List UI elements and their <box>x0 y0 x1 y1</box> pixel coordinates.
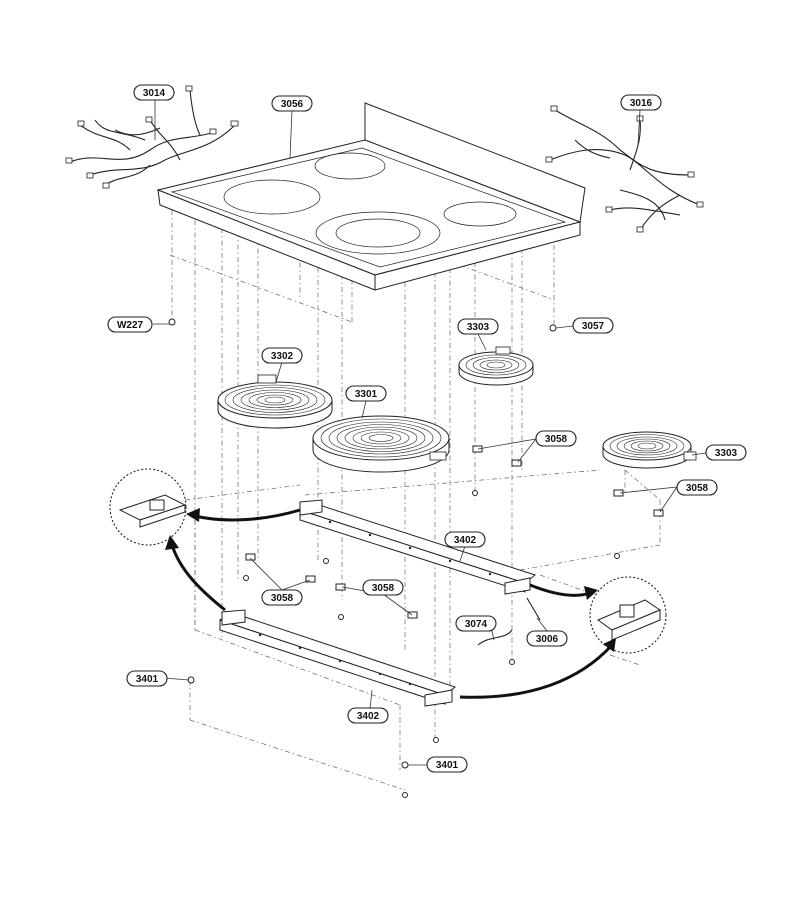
detail-circle-left <box>109 468 187 546</box>
svg-text:3056: 3056 <box>281 99 304 110</box>
wire-harness-right <box>545 105 704 233</box>
cooktop-glass <box>156 102 586 291</box>
svg-text:3057: 3057 <box>582 321 605 332</box>
callout-3301: 3301 <box>345 385 387 402</box>
callout-3302: 3302 <box>261 347 303 364</box>
callout-3402-upper: 3402 <box>444 531 486 548</box>
callout-3401-bottom: 3401 <box>426 756 468 773</box>
callout-3074: 3074 <box>455 615 497 632</box>
callout-3401-left: 3401 <box>126 670 168 687</box>
svg-text:3058: 3058 <box>686 483 709 494</box>
svg-text:3301: 3301 <box>355 389 378 400</box>
heating-element-3303-rear <box>458 346 534 386</box>
callout-3006: 3006 <box>526 630 568 647</box>
svg-text:3303: 3303 <box>715 448 738 459</box>
callout-3057: 3057 <box>572 317 614 334</box>
svg-text:3016: 3016 <box>630 98 653 109</box>
heating-element-3303-front <box>602 431 697 469</box>
heating-element-3301 <box>312 415 450 473</box>
callout-3058-upper-right: 3058 <box>535 430 577 447</box>
heating-element-3302 <box>217 374 333 429</box>
svg-text:3302: 3302 <box>271 351 294 362</box>
svg-text:3058: 3058 <box>372 583 395 594</box>
svg-text:3058: 3058 <box>271 593 294 604</box>
callout-W227: W227 <box>107 316 153 333</box>
callout-3058-right: 3058 <box>676 479 718 496</box>
callout-3016: 3016 <box>620 94 662 111</box>
svg-text:W227: W227 <box>117 320 144 331</box>
callout-3303-rear: 3303 <box>457 318 499 335</box>
svg-text:3402: 3402 <box>357 711 380 722</box>
element-clips <box>245 445 664 619</box>
callout-3014: 3014 <box>133 84 175 101</box>
callout-3402-lower: 3402 <box>347 707 389 724</box>
support-bracket-upper <box>298 499 537 595</box>
callout-3058-center: 3058 <box>362 579 404 596</box>
support-bracket-lower <box>218 609 457 707</box>
svg-text:3074: 3074 <box>465 619 488 630</box>
small-wires <box>477 597 541 646</box>
svg-text:3402: 3402 <box>454 535 477 546</box>
wire-harness-left <box>65 85 239 189</box>
callout-3058-left: 3058 <box>261 589 303 606</box>
callout-3056: 3056 <box>271 95 313 112</box>
screws <box>168 318 620 798</box>
svg-text:3058: 3058 <box>545 434 568 445</box>
detail-arrows <box>165 508 616 699</box>
svg-text:3014: 3014 <box>143 88 166 99</box>
svg-text:3401: 3401 <box>136 674 159 685</box>
callout-labels: 3014 3056 3016 W227 3057 3303 3302 3301 <box>107 84 747 773</box>
detail-circle-right <box>589 576 667 654</box>
assembly-guide-lines <box>169 210 661 791</box>
callout-3303-front: 3303 <box>705 444 747 461</box>
svg-text:3303: 3303 <box>467 322 490 333</box>
leader-lines <box>153 100 707 766</box>
svg-text:3006: 3006 <box>536 634 559 645</box>
svg-text:3401: 3401 <box>436 760 459 771</box>
